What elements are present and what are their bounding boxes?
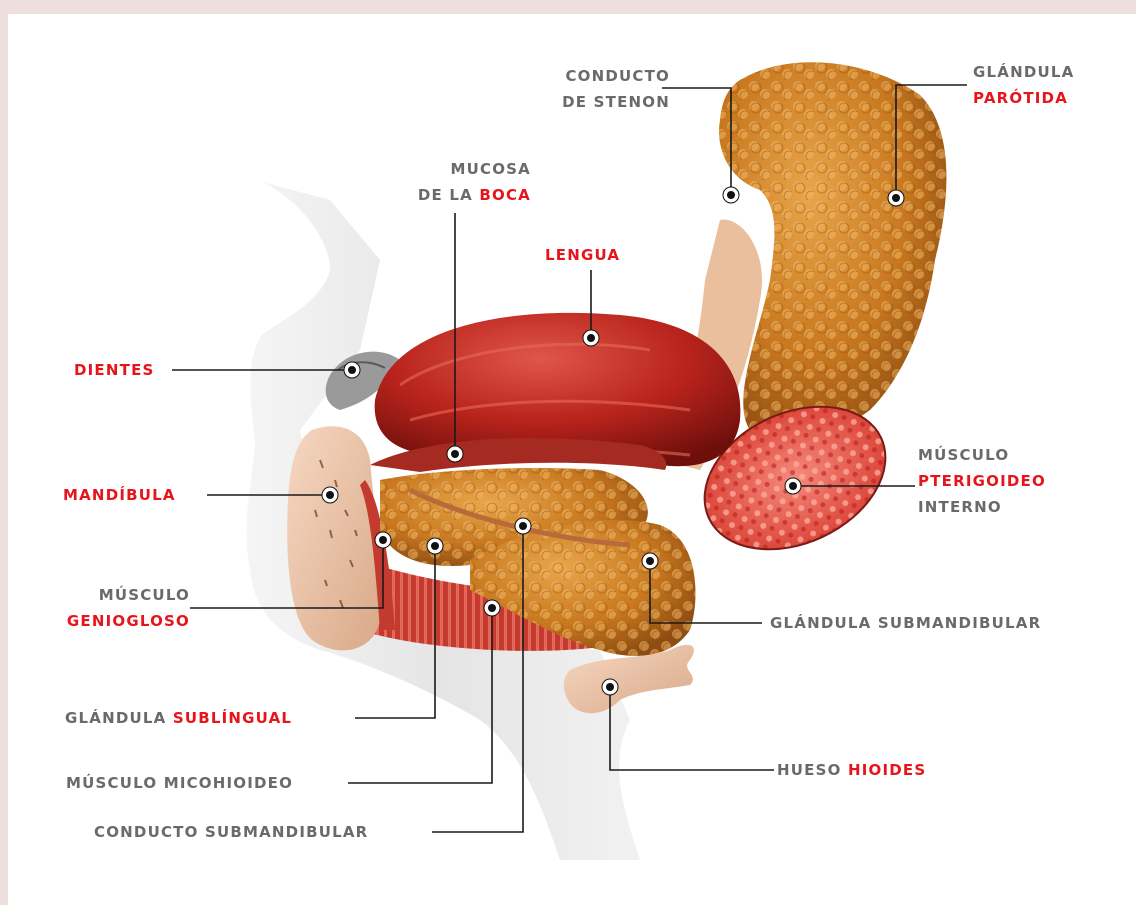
label-lengua: LENGUA <box>545 242 620 268</box>
pin-mandibula <box>322 487 338 503</box>
pin-lengua <box>583 330 599 346</box>
diagram-frame: CONDUCTO DE STENON GLÁNDULA PARÓTIDA MUC… <box>8 14 1136 905</box>
pin-conducto-stenon <box>723 187 739 203</box>
label-dientes: DIENTES <box>74 357 155 383</box>
mandible-bone <box>287 426 381 650</box>
pin-micohioideo <box>484 600 500 616</box>
label-glandula-parotida: GLÁNDULA PARÓTIDA <box>973 59 1074 111</box>
pin-conducto-submandibular <box>515 518 531 534</box>
pin-sublingual <box>427 538 443 554</box>
pin-dientes <box>344 362 360 378</box>
label-musculo-micohioideo: MÚSCULO MICOHIOIDEO <box>66 770 293 796</box>
label-musculo-pterigoideo: MÚSCULO PTERIGOIDEO INTERNO <box>918 442 1046 520</box>
pin-geniogloso <box>375 532 391 548</box>
pin-hioides <box>602 679 618 695</box>
pin-pterigoideo <box>785 478 801 494</box>
pin-parotida <box>888 190 904 206</box>
label-conducto-submandibular: CONDUCTO SUBMANDIBULAR <box>94 819 368 845</box>
pin-mucosa <box>447 446 463 462</box>
pin-submandibular <box>642 553 658 569</box>
label-mandibula: MANDÍBULA <box>63 482 176 508</box>
label-glandula-sublingual: GLÁNDULA SUBLÍNGUAL <box>65 705 292 731</box>
label-glandula-submandibular: GLÁNDULA SUBMANDIBULAR <box>770 610 1041 636</box>
label-mucosa-boca: MUCOSA DE LA BOCA <box>418 156 531 208</box>
label-musculo-geniogloso: MÚSCULO GENIOGLOSO <box>67 582 190 634</box>
label-hueso-hioides: HUESO HIOIDES <box>777 757 926 783</box>
label-conducto-stenon: CONDUCTO DE STENON <box>562 63 670 115</box>
